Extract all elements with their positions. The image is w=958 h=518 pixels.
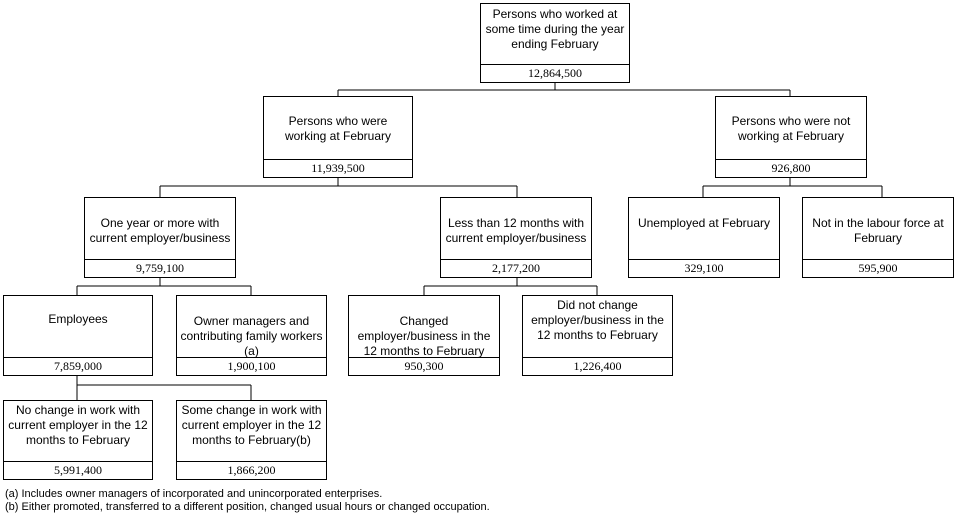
node-one-year-label: One year or more with current employer/b… bbox=[89, 216, 231, 245]
node-less12-value: 2,177,200 bbox=[441, 259, 591, 277]
node-changed-label: Changed employer/business in the 12 mont… bbox=[357, 314, 491, 357]
node-working: Persons who were working at February 11,… bbox=[263, 96, 413, 178]
node-employees-value: 7,859,000 bbox=[4, 357, 152, 375]
node-changed: Changed employer/business in the 12 mont… bbox=[348, 295, 500, 376]
footnotes: (a) Includes owner managers of incorpora… bbox=[5, 488, 490, 514]
footnote-b: (b) Either promoted, transferred to a di… bbox=[5, 501, 490, 513]
node-some-change: Some change in work with current employe… bbox=[176, 400, 327, 480]
node-one-year-value: 9,759,100 bbox=[85, 259, 235, 277]
node-unemployed-value: 329,100 bbox=[629, 259, 779, 277]
node-some-change-value: 1,866,200 bbox=[177, 461, 326, 479]
node-not-changed-value: 1,226,400 bbox=[523, 357, 672, 375]
node-not-working-label: Persons who were not working at February bbox=[731, 114, 851, 143]
footnote-a: (a) Includes owner managers of incorpora… bbox=[5, 488, 383, 500]
node-no-change-value: 5,991,400 bbox=[4, 461, 152, 479]
node-working-label: Persons who were working at February bbox=[284, 114, 392, 143]
node-not-labour-label: Not in the labour force at February bbox=[812, 216, 944, 245]
node-employees: Employees 7,859,000 bbox=[3, 295, 153, 376]
node-owner-label: Owner managers and contributing family w… bbox=[180, 314, 323, 357]
node-not-labour-value: 595,900 bbox=[803, 259, 953, 277]
node-root-value: 12,864,500 bbox=[481, 64, 629, 82]
node-not-changed: Did not change employer/business in the … bbox=[522, 295, 673, 376]
node-root: Persons who worked at some time during t… bbox=[480, 3, 630, 83]
node-not-changed-label: Did not change employer/business in the … bbox=[531, 298, 664, 342]
node-employees-label: Employees bbox=[48, 312, 108, 326]
node-not-working: Persons who were not working at February… bbox=[715, 96, 867, 178]
node-less12: Less than 12 months with current employe… bbox=[440, 197, 592, 278]
node-root-label: Persons who worked at some time during t… bbox=[485, 7, 625, 51]
node-less12-label: Less than 12 months with current employe… bbox=[445, 216, 587, 245]
node-owner: Owner managers and contributing family w… bbox=[176, 295, 327, 376]
node-one-year: One year or more with current employer/b… bbox=[84, 197, 236, 278]
node-no-change-label: No change in work with current employer … bbox=[8, 403, 148, 447]
node-unemployed-label: Unemployed at February bbox=[637, 216, 771, 230]
node-not-labour: Not in the labour force at February 595,… bbox=[802, 197, 954, 278]
node-not-working-value: 926,800 bbox=[716, 159, 866, 177]
node-owner-value: 1,900,100 bbox=[177, 357, 326, 375]
node-no-change: No change in work with current employer … bbox=[3, 400, 153, 480]
node-some-change-label: Some change in work with current employe… bbox=[181, 403, 322, 447]
node-changed-value: 950,300 bbox=[349, 357, 499, 375]
node-unemployed: Unemployed at February 329,100 bbox=[628, 197, 780, 278]
node-working-value: 11,939,500 bbox=[264, 159, 412, 177]
